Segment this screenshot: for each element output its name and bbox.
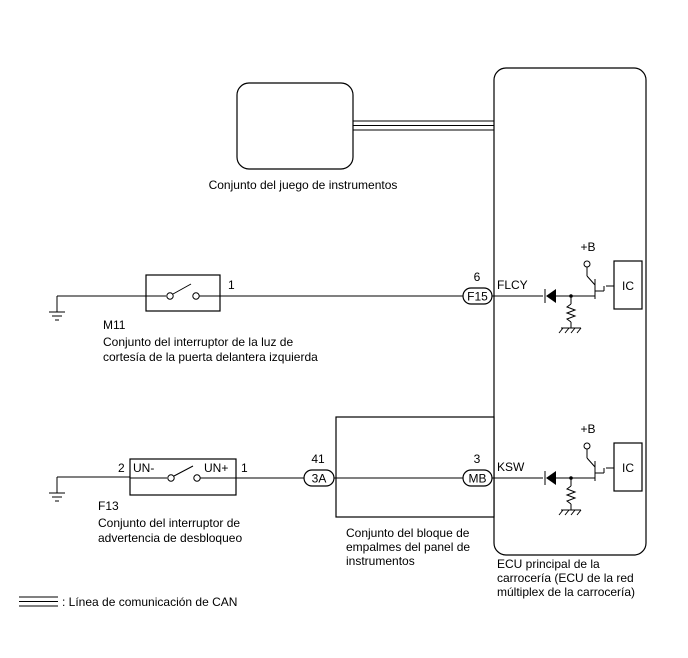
f15-pin: 6 <box>474 270 481 284</box>
junction-block-label-line2: empalmes del panel de <box>346 540 470 554</box>
unlock-switch-pin-right: 1 <box>241 461 248 475</box>
connector-3a-code: 3A <box>312 472 327 486</box>
courtesy-switch-pin: 1 <box>228 278 235 292</box>
instrument-cluster-block <box>236 82 354 170</box>
ic-label-2: IC <box>622 461 634 475</box>
unlock-switch-code: F13 <box>98 499 119 513</box>
can-bus-lines <box>353 120 494 131</box>
ground-symbol-1 <box>49 296 65 321</box>
unlock-switch-label-line1: Conjunto del interruptor de <box>98 516 240 530</box>
mb-signal: KSW <box>497 460 525 474</box>
unlock-switch-term-left: UN- <box>133 461 154 475</box>
ic-block-2 <box>613 442 643 492</box>
connector-mb-code: MB <box>469 472 487 486</box>
courtesy-switch-box <box>145 274 221 312</box>
ground-symbol-2 <box>49 477 65 502</box>
ecu-label-line3: múltiplex de la carrocería) <box>497 585 635 599</box>
instrument-cluster-label: Conjunto del juego de instrumentos <box>209 178 398 192</box>
ecu-label-line2: carrocería (ECU de la red <box>497 571 634 585</box>
unlock-switch-box <box>129 458 237 496</box>
legend-text: : Línea de comunicación de CAN <box>62 595 237 609</box>
legend-can-line-symbol <box>19 596 58 607</box>
courtesy-switch-code: M11 <box>103 318 126 332</box>
f15-signal: FLCY <box>497 278 528 292</box>
junction-block-label-line3: instrumentos <box>346 554 415 568</box>
supply-label-2: +B <box>580 422 595 436</box>
a3-pin: 41 <box>311 452 325 466</box>
courtesy-switch-label-line2: cortesía de la puerta delantera izquierd… <box>103 350 318 364</box>
junction-block-label-line1: Conjunto del bloque de <box>346 526 470 540</box>
connector-f15-code: F15 <box>467 290 488 304</box>
unlock-switch-term-right: UN+ <box>204 461 228 475</box>
courtesy-switch-label-line1: Conjunto del interruptor de la luz de <box>103 335 293 349</box>
ic-label-1: IC <box>622 279 634 293</box>
mb-pin: 3 <box>474 452 481 466</box>
unlock-switch-label-line2: advertencia de desbloqueo <box>98 531 242 545</box>
ecu-label-line1: ECU principal de la <box>497 557 600 571</box>
ic-block-1 <box>613 260 643 310</box>
unlock-switch-pin-left: 2 <box>118 461 125 475</box>
unlock-switch-contact <box>130 465 236 482</box>
supply-label-1: +B <box>580 240 595 254</box>
ecu-internal-circuit-2 <box>492 442 614 516</box>
courtesy-switch-contact <box>146 283 220 300</box>
junction-block <box>335 416 495 518</box>
ecu-internal-circuit-1 <box>492 260 614 334</box>
